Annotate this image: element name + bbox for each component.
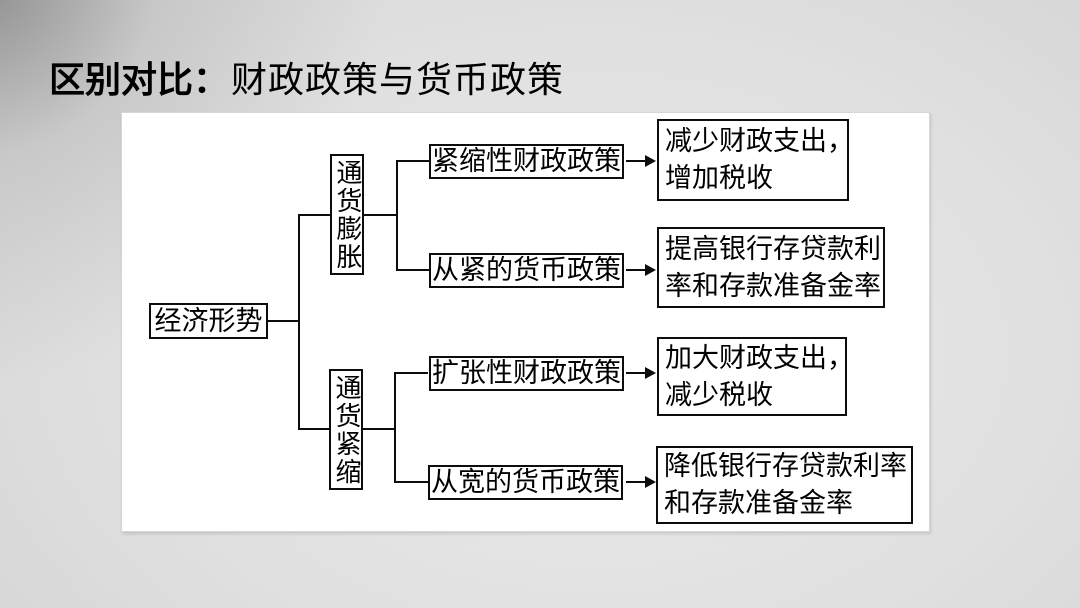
connector-line (396, 160, 398, 271)
connector-line (363, 428, 396, 430)
node-measure-raise-rates: 提高银行存贷款利 率和存款准备金率 (657, 227, 885, 308)
arrow-right-icon (626, 264, 656, 276)
title-main: 财政政策与货币政策 (231, 60, 565, 100)
measure-line: 加大财政支出， (665, 342, 854, 373)
node-economic-situation: 经济形势 (149, 303, 268, 339)
arrow-right-icon (626, 367, 656, 379)
node-inflation: 通货膨胀 (330, 154, 364, 275)
connector-line (398, 160, 429, 162)
measure-line: 降低银行存贷款利率 (664, 451, 907, 481)
measure-line: 提高银行存贷款利 (665, 233, 881, 264)
measure-line: 减少财政支出， (665, 126, 854, 156)
node-expansionary-fiscal-policy: 扩张性财政政策 (429, 356, 624, 391)
node-tight-monetary-policy: 从紧的货币政策 (429, 253, 624, 288)
node-measure-increase-spending: 加大财政支出， 减少税收 (657, 337, 854, 416)
arrow-right-icon (626, 155, 656, 167)
connector-line (298, 214, 300, 430)
slide-title: 区别对比：财政政策与货币政策 (49, 51, 564, 103)
node-contractionary-fiscal-policy: 紧缩性财政政策 (429, 144, 624, 179)
diagram-panel: 经济形势 通货膨胀 通货紧缩 紧缩性财政政策 从紧的货币政策 扩张性财政政策 从… (121, 112, 930, 532)
connector-line (268, 320, 300, 322)
connector-line (300, 428, 329, 430)
title-prefix: 区别对比： (49, 59, 230, 100)
measure-line: 增加税收 (665, 163, 773, 193)
arrow-right-icon (626, 476, 656, 488)
connector-line (396, 372, 428, 374)
measure-line: 率和存款准备金率 (665, 270, 881, 301)
connector-line (300, 214, 330, 216)
node-loose-monetary-policy: 从宽的货币政策 (428, 465, 623, 500)
connector-line (398, 269, 429, 271)
measure-line: 和存款准备金率 (664, 488, 853, 518)
connector-line (394, 372, 396, 483)
connector-line (396, 481, 428, 483)
node-deflation: 通货紧缩 (329, 369, 363, 490)
connector-line (364, 214, 398, 216)
node-measure-lower-rates: 降低银行存贷款利率 和存款准备金率 (656, 446, 913, 524)
measure-line: 减少税收 (665, 379, 773, 410)
node-measure-reduce-spending: 减少财政支出， 增加税收 (657, 119, 854, 201)
